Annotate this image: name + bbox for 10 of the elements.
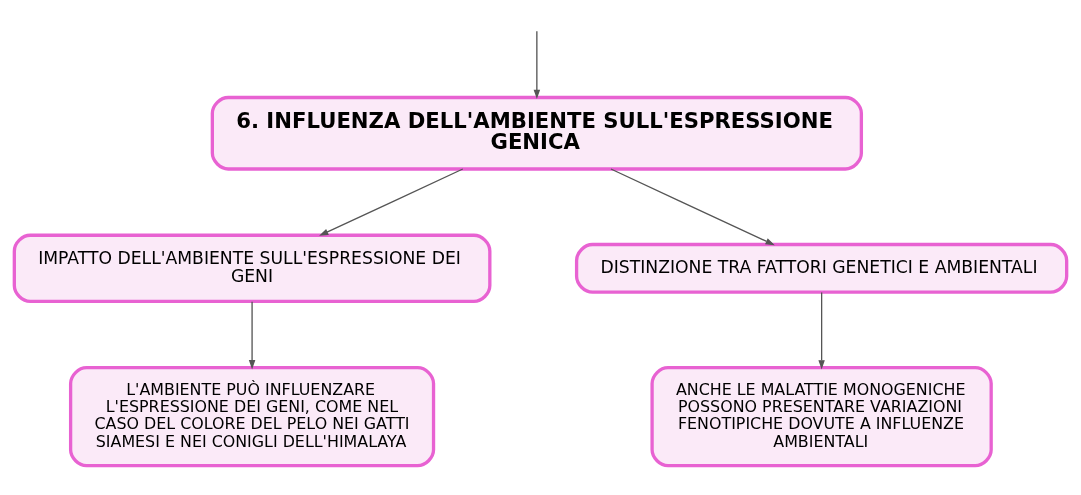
arrow — [533, 30, 541, 99]
arrow — [248, 300, 256, 369]
node-box: 6. INFLUENZA DELL'AMBIENTE SULL'ESPRESSIONE GENICA — [210, 95, 864, 171]
node-box: IMPATTO DELL'AMBIENTE SULL'ESPRESSIONE DEI GENI — [12, 233, 492, 303]
node-box: L'AMBIENTE PUÒ INFLUENZARE L'ESPRESSIONE DEI GENI, COME NEL CASO DEL COLORE DEL PELO NEI GATTI SIAMESI E NEI CONIGLI DELL'HIMALAYA — [68, 365, 436, 467]
node-box: DISTINZIONE TRA FATTORI GENETICI E AMBIENTALI — [574, 242, 1069, 294]
arrow — [319, 167, 464, 236]
arrow — [818, 291, 825, 369]
node-box: ANCHE LE MALATTIE MONOGENICHE POSSONO PRESENTARE VARIAZIONI FENOTIPICHE DOVUTE A INFLUENZE AMBIENTALI — [650, 365, 993, 467]
arrow — [610, 167, 775, 245]
